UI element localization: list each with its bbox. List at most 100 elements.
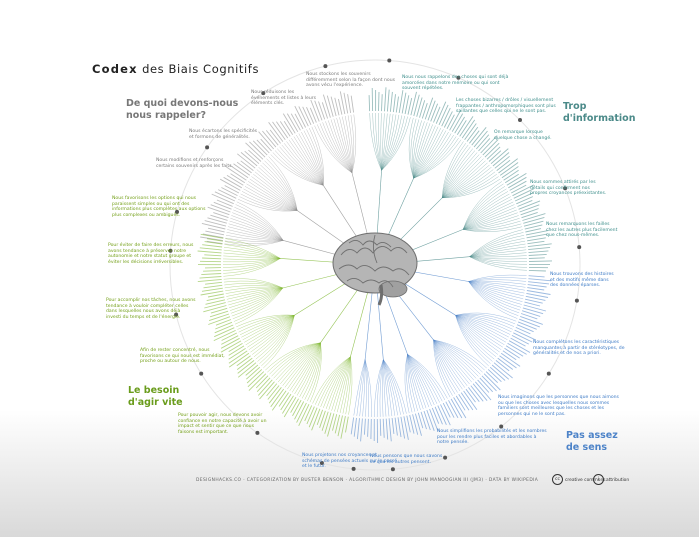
branch-line bbox=[433, 339, 456, 395]
bias-label-mark bbox=[469, 130, 480, 144]
branch-line bbox=[268, 156, 298, 211]
bias-label-mark bbox=[384, 87, 387, 112]
branch-line bbox=[331, 356, 351, 411]
bias-label-mark bbox=[228, 343, 243, 352]
title-bold: Codex bbox=[92, 62, 138, 76]
bias-label-mark bbox=[240, 152, 258, 167]
bias-label-mark bbox=[213, 201, 232, 210]
bias-label-mark bbox=[226, 166, 247, 181]
bias-label-mark bbox=[404, 95, 410, 115]
branch-line bbox=[468, 281, 525, 291]
branch-line bbox=[433, 339, 479, 377]
bias-label-mark bbox=[270, 388, 285, 408]
branch-line bbox=[463, 226, 523, 232]
bias-label-mark bbox=[219, 178, 241, 191]
branch-line bbox=[226, 287, 283, 300]
bias-label-mark bbox=[466, 126, 479, 142]
branch-line bbox=[236, 201, 284, 241]
bias-label-mark bbox=[210, 214, 228, 221]
bias-label-mark bbox=[406, 415, 411, 433]
branch-line bbox=[284, 342, 321, 388]
branch-line bbox=[433, 339, 477, 379]
bias-label-mark bbox=[256, 377, 271, 393]
branch-line bbox=[413, 121, 425, 179]
bias-label-mark bbox=[206, 240, 223, 245]
branch-line bbox=[442, 152, 478, 198]
branch-line bbox=[350, 114, 355, 173]
bias-label-mark bbox=[513, 332, 533, 343]
branch-line bbox=[251, 176, 298, 211]
branch-line bbox=[413, 125, 436, 179]
bias-label-mark bbox=[485, 371, 499, 384]
bias-label-mark bbox=[310, 99, 320, 122]
bias-label-mark bbox=[490, 148, 509, 165]
bias-label-mark bbox=[484, 142, 500, 158]
bias-label-mark bbox=[237, 360, 255, 374]
bias-label-mark bbox=[246, 366, 261, 380]
bias-label-mark bbox=[226, 175, 244, 186]
branch-line bbox=[235, 204, 284, 241]
bias-label-mark bbox=[520, 313, 538, 320]
group-dot bbox=[390, 467, 395, 472]
branch-line bbox=[413, 127, 441, 179]
branch-line bbox=[299, 342, 321, 398]
branch-line bbox=[433, 339, 461, 392]
branch-line bbox=[253, 173, 298, 211]
bias-label-mark bbox=[454, 116, 465, 134]
branch-line bbox=[469, 249, 527, 257]
bias-label-mark bbox=[524, 224, 543, 230]
branch-line bbox=[233, 287, 283, 322]
branch-line bbox=[250, 315, 295, 353]
branch-line bbox=[241, 191, 298, 211]
bias-label-mark bbox=[478, 138, 491, 152]
branch-line bbox=[282, 342, 321, 386]
branch-line bbox=[270, 154, 324, 186]
branch-line bbox=[442, 171, 496, 198]
bias-label-mark bbox=[363, 418, 366, 435]
bias-label-mark bbox=[262, 130, 277, 148]
bias-label-mark bbox=[208, 313, 230, 322]
bias-label-mark bbox=[207, 227, 225, 233]
branch-line bbox=[413, 123, 431, 179]
branch-line bbox=[442, 176, 499, 198]
bias-label-mark bbox=[382, 418, 385, 438]
brain-icon bbox=[332, 232, 418, 306]
branch-line bbox=[468, 281, 519, 316]
branch-line bbox=[468, 281, 526, 288]
branch-line bbox=[381, 114, 394, 171]
branch-line bbox=[317, 356, 351, 406]
branch-line bbox=[234, 287, 283, 325]
branch-line bbox=[304, 342, 321, 400]
bias-label-mark bbox=[464, 123, 477, 141]
bias-label-mark bbox=[201, 273, 222, 276]
bias-label-mark bbox=[210, 307, 228, 314]
bias-label-mark bbox=[486, 146, 501, 160]
branch-line bbox=[236, 314, 295, 328]
bias-label-mark bbox=[488, 150, 502, 162]
bias-label-mark bbox=[244, 150, 260, 165]
branch-line bbox=[241, 315, 295, 338]
branch-line bbox=[325, 121, 353, 173]
bias-label-mark bbox=[210, 204, 231, 213]
bias-label-mark bbox=[458, 394, 470, 411]
attribution-icon: i bbox=[593, 474, 604, 485]
branch-line bbox=[243, 188, 298, 211]
bias-label-mark bbox=[294, 105, 307, 128]
branch-line bbox=[281, 144, 324, 186]
bias-label-mark bbox=[228, 345, 245, 356]
branch-line bbox=[455, 315, 502, 350]
branch-line bbox=[463, 220, 521, 230]
bias-label-mark bbox=[278, 392, 289, 407]
bias-label-mark bbox=[511, 334, 530, 345]
group-dot bbox=[563, 186, 568, 191]
branch-line bbox=[383, 359, 395, 416]
branch-line bbox=[342, 116, 353, 173]
bias-label-mark bbox=[272, 121, 286, 141]
branch-line bbox=[462, 193, 510, 230]
branch-line bbox=[248, 315, 295, 350]
branch-line bbox=[413, 133, 452, 179]
branch-line bbox=[377, 359, 384, 418]
bias-label-mark bbox=[267, 385, 280, 400]
